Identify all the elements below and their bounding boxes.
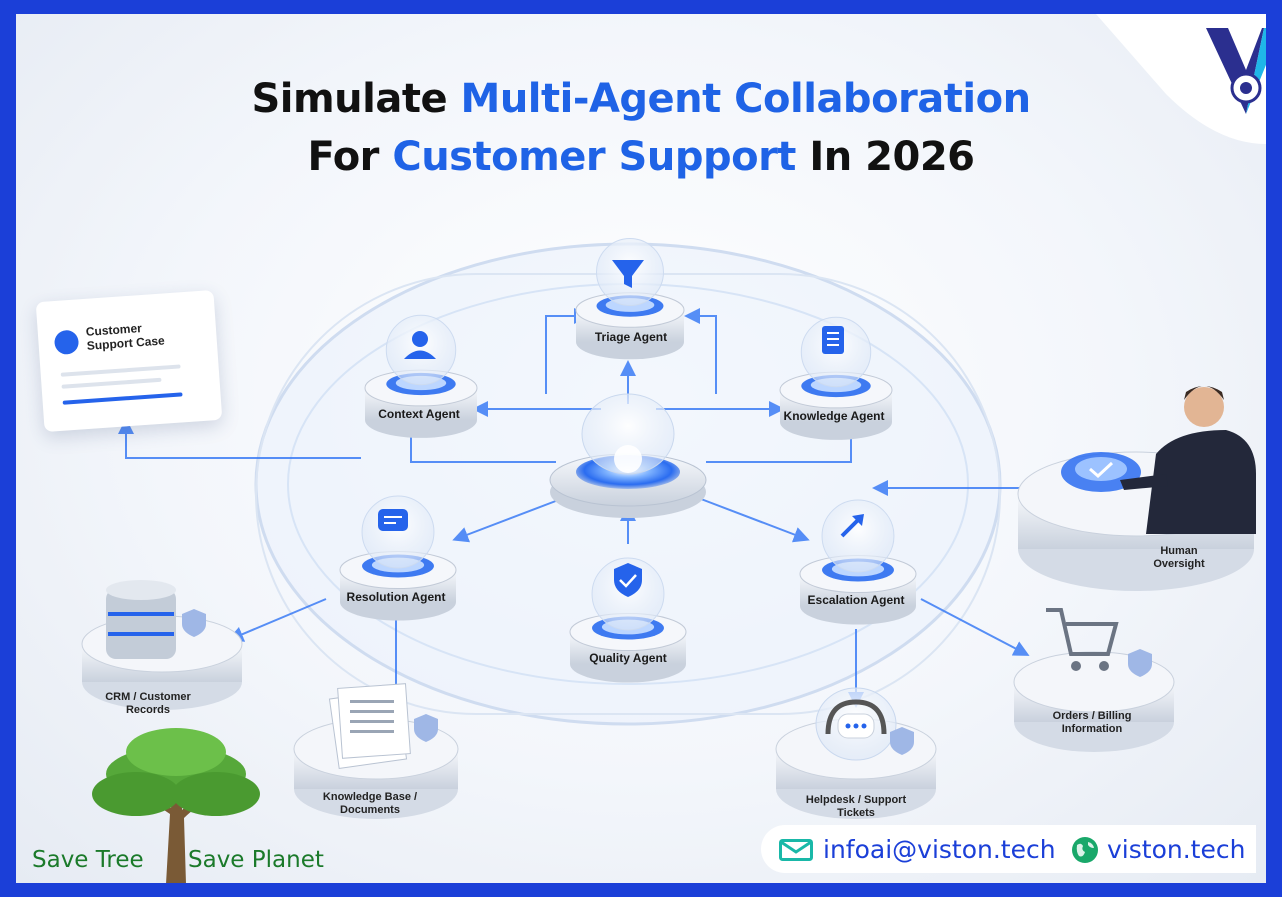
paper-stack-icon [293,683,459,819]
email-link[interactable]: infoai@viston.tech [823,835,1056,864]
save-planet-text: Save Planet [188,847,324,873]
website-link[interactable]: viston.tech [1107,835,1246,864]
document-icon [822,326,844,354]
customer-support-case-card: Customer Support Case [35,289,223,433]
viston-logo [1096,14,1266,144]
person-icon [404,331,436,359]
save-tree-text: Save Tree [32,847,144,873]
tree-icon [92,728,260,883]
globe-icon [1072,837,1098,863]
context-agent-label: Context Agent [378,407,460,421]
trend-up-icon [840,514,864,538]
triage-agent-node [575,238,685,360]
knowledge-agent-node [779,316,893,440]
mail-icon [779,839,813,861]
orchestrator-hub [549,393,707,518]
case-title: Customer Support Case [85,321,166,353]
title-plain-2b: In 2026 [809,134,975,180]
case-text-line [60,364,181,377]
crm-label: CRM / Customer Records [105,691,191,716]
triage-agent-label: Triage Agent [594,330,668,344]
headset-icon [775,687,937,819]
chat-icon [378,509,408,531]
funnel-icon [612,260,644,288]
diagram-canvas: Simulate Multi-Agent Collaboration For C… [16,14,1266,883]
shield-check-icon [614,563,642,597]
quality-agent-label: Quality Agent [589,651,667,665]
escalation-agent-label: Escalation Agent [807,593,905,607]
knowledge-agent-label: Knowledge Agent [783,409,885,423]
resolution-agent-node [339,495,457,621]
case-text-line [61,377,162,389]
human-oversight-label: Human Oversight [1153,545,1205,570]
title-plain-1: Simulate [251,76,448,122]
resolution-agent-label: Resolution Agent [346,590,446,604]
helpdesk-label: Helpdesk / Support Tickets [805,794,907,819]
orders-label: Orders / Billing Information [1052,710,1132,735]
user-avatar-icon [53,329,80,356]
agent-network-diagram [81,238,1256,883]
knowledge-base-label: Knowledge Base / Documents [322,791,418,816]
title-plain-2a: For [307,134,379,180]
contact-bar: infoai@viston.tech viston.tech [761,825,1256,873]
title-line-2: For Customer Support In 2026 [16,134,1266,180]
database-icon [81,580,243,710]
title-line-1: Simulate Multi-Agent Collaboration [16,76,1266,122]
title-highlight-2: Customer Support [392,134,796,180]
title-highlight-1: Multi-Agent Collaboration [460,76,1032,122]
escalation-agent-node [799,499,917,625]
quality-agent-node [569,557,687,683]
case-progress-line [62,392,183,405]
human-oversight-station [1017,386,1256,591]
cart-icon [1013,608,1175,752]
context-agent-node [364,314,478,438]
